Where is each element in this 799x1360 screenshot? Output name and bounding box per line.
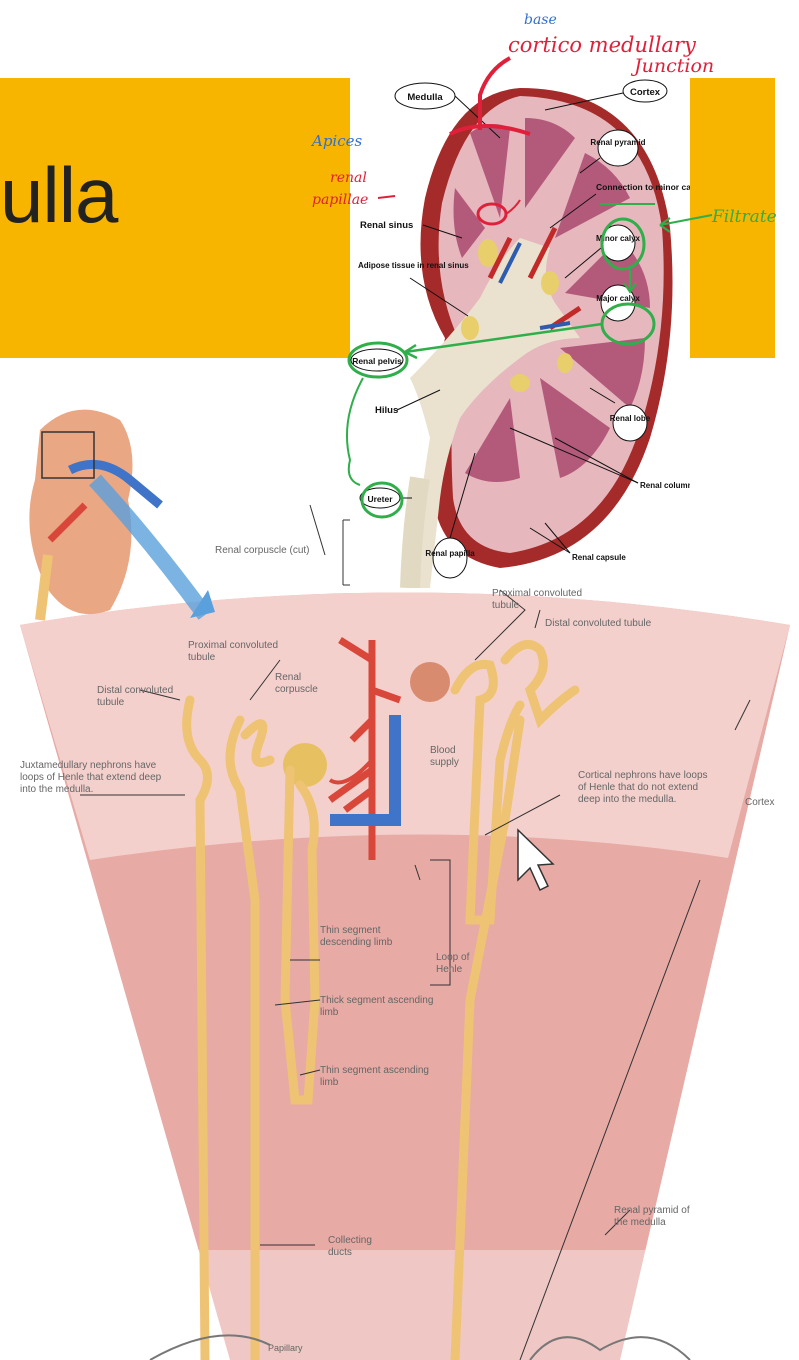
annotation-papillae: papillae [312, 192, 368, 208]
annotation-ureter-circle [362, 483, 402, 517]
annotation-junction: Junction [630, 55, 714, 77]
annotation-filtrate: Filtrate [711, 207, 777, 227]
annotation-major-calyx-circle [602, 304, 654, 344]
annotation-apices: Apices [310, 132, 363, 150]
annotation-minor-calyx-circle [602, 219, 644, 269]
annotation-renal: renal [330, 170, 367, 186]
annotation-red-arrow [480, 58, 510, 130]
annotation-cortico-medullary: cortico medullary [508, 33, 697, 57]
annotation-renal-pelvis-circle [349, 343, 407, 377]
annotation-base: base [524, 12, 557, 28]
